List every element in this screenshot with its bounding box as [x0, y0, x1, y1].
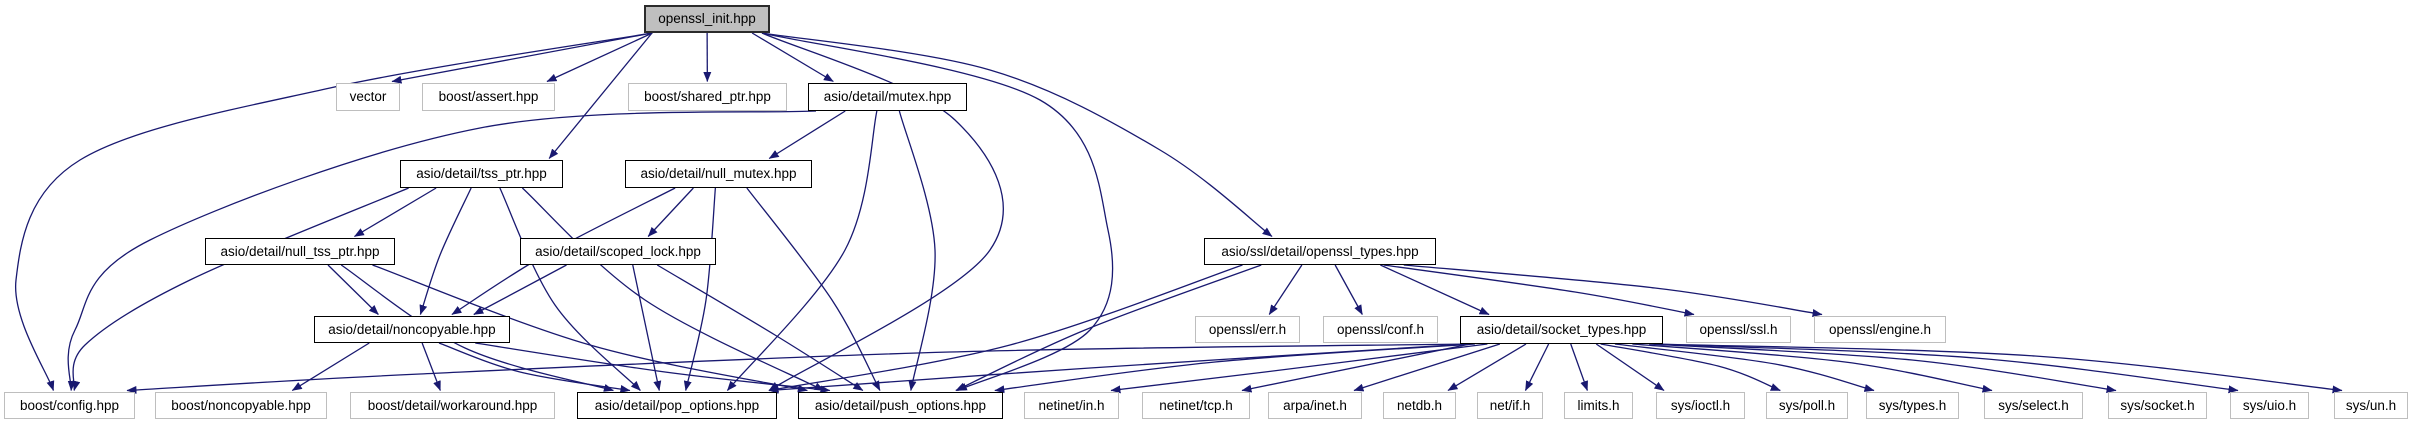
edge-openssl_init-pop_options	[761, 32, 1004, 392]
edge-socket_types-sys_uio	[1654, 343, 2239, 394]
graph-node-netinet_tcp: netinet/tcp.h	[1142, 392, 1250, 419]
graph-node-null_tss_ptr[interactable]: asio/detail/null_tss_ptr.hpp	[205, 238, 395, 265]
edge-scoped_lock-pop_options	[632, 264, 662, 391]
edge-socket_types-boost_config	[126, 343, 1469, 394]
edge-null_tss_ptr-push_options	[372, 264, 808, 393]
edge-socket_types-sys_socket	[1649, 343, 2117, 394]
edge-openssl_types-openssl_engine	[1403, 264, 1823, 317]
graph-node-socket_types[interactable]: asio/detail/socket_types.hpp	[1460, 316, 1663, 344]
graph-node-openssl_init: openssl_init.hpp	[644, 5, 770, 33]
edge-socket_types-sys_select	[1632, 343, 1993, 393]
edge-null_mutex-push_options	[746, 187, 881, 391]
edge-mutex-null_mutex	[768, 110, 846, 160]
graph-node-pop_options[interactable]: asio/detail/pop_options.hpp	[577, 392, 777, 419]
edge-null_tss_ptr-pop_options	[340, 264, 614, 392]
graph-node-boost_noncopyable: boost/noncopyable.hpp	[155, 392, 327, 419]
graph-node-openssl_engine: openssl/engine.h	[1814, 316, 1946, 343]
edge-scoped_lock-push_options	[656, 264, 864, 392]
edge-socket_types-sys_un	[1654, 343, 2343, 394]
graph-node-sys_socket: sys/socket.h	[2108, 392, 2207, 419]
edge-socket_types-arpa_inet	[1353, 343, 1501, 392]
graph-node-sys_poll: sys/poll.h	[1766, 392, 1848, 419]
edge-mutex-boost_config	[67, 110, 817, 391]
graph-node-netinet_in: netinet/in.h	[1024, 392, 1119, 419]
graph-node-arpa_inet: arpa/inet.h	[1268, 392, 1362, 419]
edge-openssl_types-openssl_err	[1268, 264, 1303, 315]
edge-openssl_types-openssl_conf	[1334, 264, 1363, 315]
graph-node-tss_ptr[interactable]: asio/detail/tss_ptr.hpp	[400, 160, 563, 188]
edge-openssl_init-push_options	[761, 32, 1114, 392]
edge-tss_ptr-boost_config	[72, 187, 409, 391]
graph-node-boost_config: boost/config.hpp	[4, 392, 135, 419]
edge-openssl_init-openssl_types	[761, 32, 1273, 238]
edge-mutex-pop_options	[726, 110, 878, 391]
graph-node-noncopyable[interactable]: asio/detail/noncopyable.hpp	[314, 316, 510, 343]
edge-openssl_init-mutex	[751, 32, 834, 83]
graph-node-push_options[interactable]: asio/detail/push_options.hpp	[798, 392, 1003, 419]
edge-openssl_types-socket_types	[1380, 264, 1490, 316]
edge-openssl_init-boost_assert	[546, 32, 653, 83]
graph-node-openssl_conf: openssl/conf.h	[1323, 316, 1438, 343]
edge-socket_types-push_options	[994, 343, 1475, 394]
graph-node-sys_types: sys/types.h	[1866, 392, 1959, 419]
edge-socket_types-sys_poll	[1600, 343, 1781, 392]
edge-socket_types-sys_types	[1614, 343, 1875, 392]
graph-node-boost_assert: boost/assert.hpp	[422, 83, 555, 111]
edge-openssl_init-vector	[391, 32, 653, 84]
graph-node-workaround: boost/detail/workaround.hpp	[350, 392, 555, 419]
graph-node-vector: vector	[336, 83, 400, 111]
graph-node-openssl_ssl: openssl/ssl.h	[1686, 316, 1791, 343]
edge-null_mutex-pop_options	[683, 187, 717, 391]
edge-socket_types-sys_ioctl	[1595, 343, 1665, 392]
edge-noncopyable-boost_noncopyable	[291, 342, 370, 392]
edge-socket_types-pop_options	[768, 343, 1469, 394]
edge-null_mutex-scoped_lock	[647, 187, 694, 237]
edge-socket_types-netinet_tcp	[1241, 343, 1471, 393]
edge-socket_types-net_if	[1524, 343, 1550, 391]
edge-tss_ptr-pop_options	[499, 187, 641, 391]
edge-mutex-push_options	[898, 110, 936, 391]
edge-tss_ptr-push_options	[521, 187, 825, 392]
edge-null_tss_ptr-noncopyable	[327, 264, 379, 315]
graph-node-sys_uio: sys/uio.h	[2230, 392, 2309, 419]
graph-node-openssl_types[interactable]: asio/ssl/detail/openssl_types.hpp	[1204, 238, 1436, 265]
edge-noncopyable-push_options	[475, 342, 831, 394]
graph-node-sys_ioctl: sys/ioctl.h	[1656, 392, 1745, 419]
edge-noncopyable-pop_options	[438, 342, 631, 393]
edge-noncopyable-workaround	[421, 342, 441, 391]
edge-openssl_init-boost_config	[15, 32, 653, 391]
graph-node-null_mutex[interactable]: asio/detail/null_mutex.hpp	[625, 160, 812, 188]
graph-node-scoped_lock[interactable]: asio/detail/scoped_lock.hpp	[520, 238, 716, 265]
graph-node-netdb: netdb.h	[1383, 392, 1456, 419]
edge-openssl_init-tss_ptr	[548, 32, 653, 159]
edge-tss_ptr-noncopyable	[419, 187, 472, 315]
edge-openssl_types-pop_options	[768, 264, 1243, 393]
graph-node-mutex[interactable]: asio/detail/mutex.hpp	[808, 83, 967, 111]
edge-scoped_lock-noncopyable	[473, 264, 567, 316]
edge-socket_types-netdb	[1447, 343, 1527, 392]
graph-node-boost_shared_ptr: boost/shared_ptr.hpp	[628, 83, 787, 111]
graph-node-openssl_err: openssl/err.h	[1195, 316, 1300, 343]
graph-node-net_if: net/if.h	[1477, 392, 1543, 419]
graph-node-sys_select: sys/select.h	[1984, 392, 2083, 419]
graph-node-limits: limits.h	[1564, 392, 1633, 419]
edge-tss_ptr-null_tss_ptr	[354, 187, 437, 238]
edge-openssl_types-openssl_ssl	[1383, 264, 1695, 317]
edge-socket_types-limits	[1570, 343, 1589, 391]
graph-node-sys_un: sys/un.h	[2334, 392, 2408, 419]
